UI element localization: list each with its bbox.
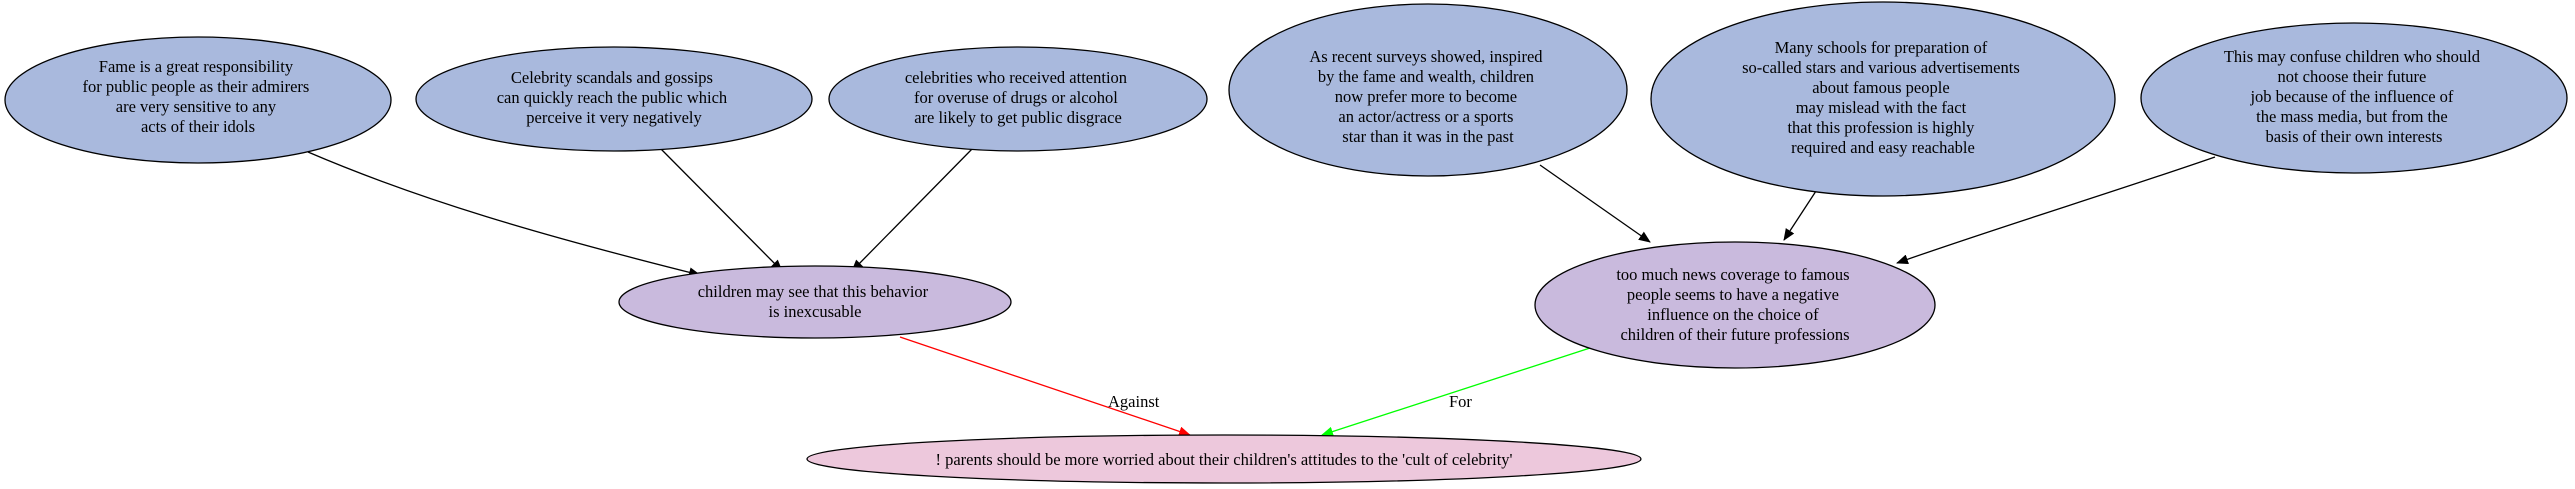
node-text-line: can quickly reach the public which (497, 88, 728, 107)
node-text-line: too much news coverage to famous (1616, 265, 1849, 284)
node-text-line: This may confuse children who should (2224, 47, 2481, 66)
node-text-line: an actor/actress or a sports (1338, 107, 1513, 126)
premise-node-schools: Many schools for preparation of so-calle… (1650, 1, 2116, 197)
node-text-line: perceive it very negatively (526, 108, 702, 127)
svg-text:As recent surveys showed, insp: As recent surveys showed, inspired by th… (1309, 47, 1546, 146)
claim-node: ! parents should be more worried about t… (806, 434, 1642, 484)
node-text-line: so-called stars and various advertisemen… (1742, 58, 2020, 77)
edge-p2-to-c1 (659, 147, 783, 272)
edge-p4-to-c2 (1539, 164, 1651, 243)
svg-text:! parents should be more worri: ! parents should be more worried about t… (935, 450, 1512, 469)
node-text-line: by the fame and wealth, children (1318, 67, 1534, 86)
node-ellipse (828, 46, 1208, 152)
node-text-line: children of their future professions (1620, 325, 1849, 344)
node-ellipse (2140, 22, 2568, 174)
edges (307, 147, 2216, 437)
node-text-line: job because of the influence of (2249, 87, 2453, 106)
node-text-line: Many schools for preparation of (1775, 38, 1988, 57)
edge-label-against: Against (1108, 392, 1160, 411)
svg-text:This may confuse children who: This may confuse children who should not… (2224, 47, 2484, 146)
svg-text:celebrities who received atten: celebrities who received attention for o… (905, 68, 1131, 127)
node-ellipse (4, 36, 392, 164)
node-ellipse (618, 265, 1012, 339)
node-text-line: ! parents should be more worried about t… (935, 450, 1512, 469)
premise-node-scandals: Celebrity scandals and gossips can quick… (415, 46, 813, 152)
node-text-line: that this profession is highly (1787, 118, 1975, 137)
node-text-line: about famous people (1812, 78, 1949, 97)
node-text-line: acts of their idols (141, 117, 255, 136)
node-text-line: As recent surveys showed, inspired (1309, 47, 1543, 66)
premise-node-fame: Fame is a great responsibility for publi… (4, 36, 392, 164)
edge-c1-to-claim-against (899, 336, 1191, 437)
node-text-line: may mislead with the fact (1796, 98, 1967, 117)
node-ellipse (1228, 3, 1628, 177)
edge-p6-to-c2 (1896, 156, 2216, 265)
node-text-line: are likely to get public disgrace (914, 108, 1122, 127)
svg-text:Celebrity scandals and gossips: Celebrity scandals and gossips can quick… (497, 68, 732, 127)
node-text-line: required and easy reachable (1791, 138, 1975, 157)
node-text-line: people seems to have a negative (1627, 285, 1839, 304)
edge-p1-to-c1 (307, 151, 701, 278)
node-text-line: now prefer more to become (1335, 87, 1517, 106)
premise-node-drugs: celebrities who received attention for o… (828, 46, 1208, 152)
node-text-line: for overuse of drugs or alcohol (914, 88, 1118, 107)
svg-text:children may see that this beh: children may see that this behavior is i… (698, 282, 933, 321)
conclusion-node-news-coverage: too much news coverage to famous people … (1534, 241, 1936, 369)
node-text-line: are very sensitive to any (116, 97, 277, 116)
edge-label-for: For (1449, 392, 1472, 411)
node-text-line: for public people as their admirers (83, 77, 310, 96)
node-ellipse (1650, 1, 2116, 197)
node-ellipse (1534, 241, 1936, 369)
edge-p5-to-c2 (1783, 187, 1819, 241)
node-ellipse (415, 46, 813, 152)
node-ellipse (806, 434, 1642, 484)
premise-node-confuse: This may confuse children who should not… (2140, 22, 2568, 174)
svg-text:too much news coverage to famo: too much news coverage to famous people … (1616, 265, 1853, 344)
svg-text:Many schools for preparation o: Many schools for preparation of so-calle… (1742, 38, 2024, 157)
node-text-line: influence on the choice of (1647, 305, 1819, 324)
node-text-line: is inexcusable (768, 302, 861, 321)
node-text-line: Fame is a great responsibility (99, 57, 294, 76)
svg-text:Fame is a great responsibility: Fame is a great responsibility for publi… (83, 57, 314, 136)
node-text-line: Celebrity scandals and gossips (511, 68, 713, 87)
node-text-line: star than it was in the past (1342, 127, 1514, 146)
node-text-line: the mass media, but from the (2256, 107, 2448, 126)
node-text-line: celebrities who received attention (905, 68, 1127, 87)
node-text-line: not choose their future (2277, 67, 2426, 86)
node-text-line: children may see that this behavior (698, 282, 929, 301)
conclusion-node-inexcusable: children may see that this behavior is i… (618, 265, 1012, 339)
edge-p3-to-c1 (851, 147, 974, 272)
edge-c2-to-claim-for (1321, 347, 1591, 437)
node-text-line: basis of their own interests (2266, 127, 2443, 146)
premise-node-surveys: As recent surveys showed, inspired by th… (1228, 3, 1628, 177)
